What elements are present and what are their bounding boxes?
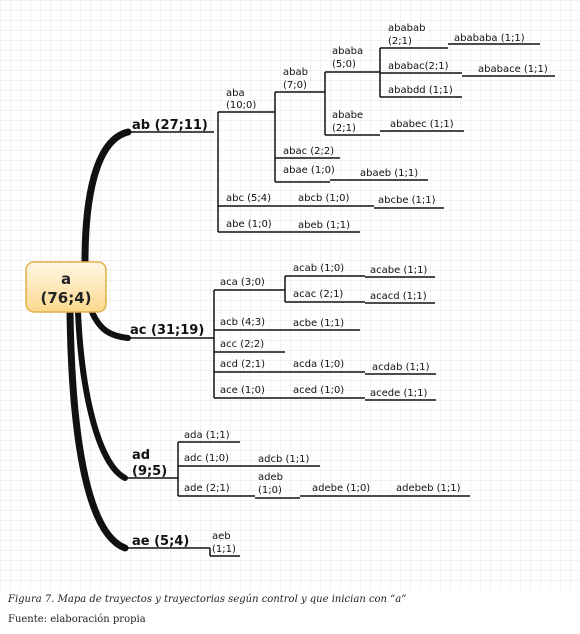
root-node-box (25, 261, 107, 313)
tree-lines (125, 43, 555, 557)
node-ababac-label: ababac(2;1) (388, 61, 449, 72)
figure-caption: Figura 7. Mapa de trayectos y trayectori… (8, 594, 407, 605)
node-abab-count: (7;0) (283, 80, 307, 91)
node-acdab-label: acdab (1;1) (372, 362, 430, 373)
node-ababab-label: ababab (388, 23, 425, 34)
node-acac-label: acac (2;1) (293, 289, 343, 300)
node-ababa-count: (5;0) (332, 59, 356, 70)
node-abcbe-label: abcbe (1;1) (378, 195, 436, 206)
node-adeb-count: (1;0) (258, 485, 282, 496)
connector-ab (81, 128, 132, 266)
main-connectors (66, 128, 132, 552)
branch-ad-label: ad (132, 448, 150, 463)
root-node-label: a (61, 270, 71, 288)
node-acede-label: acede (1;1) (370, 388, 427, 399)
node-acabe-label: acabe (1;1) (370, 265, 427, 276)
node-aba-label: aba (226, 88, 245, 99)
node-ababdd-label: ababdd (1;1) (388, 85, 453, 96)
branch-ad-count: (9;5) (132, 464, 167, 479)
node-aced-label: aced (1;0) (293, 385, 344, 396)
node-aca-label: aca (3;0) (220, 277, 265, 288)
node-ada-label: ada (1;1) (184, 430, 230, 441)
node-ababab-count: (2;1) (388, 36, 412, 47)
node-ababa-label: ababa (332, 46, 363, 57)
node-acd-label: acd (2;1) (220, 359, 265, 370)
node-aba-count: (10;0) (226, 100, 256, 111)
node-adebeb-label: adebeb (1;1) (396, 483, 461, 494)
mind-map-diagram: a (76;4) ab (27;11) ac (31;19) ad (9;5) … (0, 0, 580, 590)
node-abac-label: abac (2;2) (283, 146, 334, 157)
node-aeb-count: (1;1) (212, 544, 236, 555)
node-acab-label: acab (1;0) (293, 263, 344, 274)
node-abe-label: abe (1;0) (226, 219, 272, 230)
node-ababec-label: ababec (1;1) (390, 119, 454, 130)
branch-ab-label: ab (27;11) (132, 118, 208, 133)
branch-ac-label: ac (31;19) (130, 323, 204, 338)
root-node-count: (76;4) (40, 289, 91, 307)
node-abaeb-label: abaeb (1;1) (360, 168, 418, 179)
connector-ad (75, 309, 128, 481)
node-abababa-label: abababa (1;1) (454, 33, 525, 44)
node-acbe-label: acbe (1;1) (293, 318, 344, 329)
node-ababe-count: (2;1) (332, 123, 356, 134)
node-acda-label: acda (1;0) (293, 359, 344, 370)
branch-ae-label: ae (5;4) (132, 534, 189, 549)
connector-ae (66, 308, 129, 552)
node-abeb-label: abeb (1;1) (298, 220, 350, 231)
connector-ac (89, 309, 131, 341)
node-adcb-label: adcb (1;1) (258, 454, 309, 465)
node-ababace-label: ababace (1;1) (478, 64, 548, 75)
node-abae-label: abae (1;0) (283, 165, 335, 176)
node-aeb-label: aeb (212, 531, 231, 542)
node-abc-label: abc (5;4) (226, 193, 271, 204)
node-ababe-label: ababe (332, 110, 363, 121)
figure-source: Fuente: elaboración propia (8, 614, 146, 625)
node-adeb-label: adeb (258, 472, 283, 483)
node-acacd-label: acacd (1;1) (370, 291, 427, 302)
node-acb-label: acb (4;3) (220, 317, 265, 328)
node-abab-label: abab (283, 67, 308, 78)
node-adebe-label: adebe (1;0) (312, 483, 370, 494)
node-ace-label: ace (1;0) (220, 385, 265, 396)
node-acc-label: acc (2;2) (220, 339, 264, 350)
node-abcb-label: abcb (1;0) (298, 193, 349, 204)
node-adc-label: adc (1;0) (184, 453, 229, 464)
node-ade-label: ade (2;1) (184, 483, 230, 494)
